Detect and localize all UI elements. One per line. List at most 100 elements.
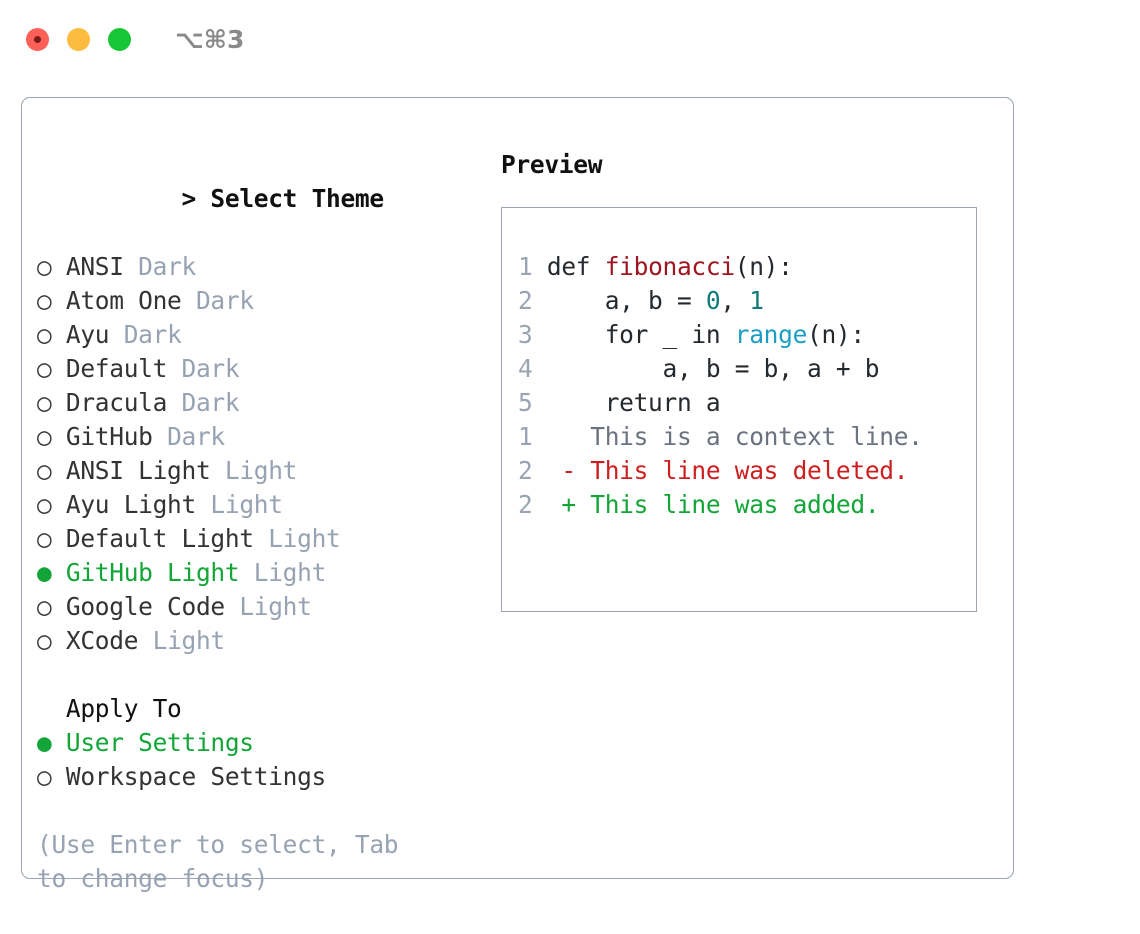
header-prompt-caret: > — [181, 184, 211, 213]
maximize-window-button[interactable] — [108, 27, 131, 51]
diff-marker: - — [561, 456, 591, 485]
theme-list-item[interactable]: ○ Dracula Dark — [37, 386, 497, 420]
preview-column: Preview 1 def fibonacci(n):2 a, b = 0, 1… — [501, 148, 1001, 612]
theme-label-gap — [225, 592, 239, 621]
theme-label-gap — [254, 524, 268, 553]
theme-label-gap — [153, 422, 167, 451]
diff-line: 2 - This line was deleted. — [518, 454, 923, 488]
theme-name: Ayu — [65, 320, 110, 349]
theme-selector-column: > Select Theme ○ ANSI Dark○ Atom One Dar… — [37, 148, 497, 896]
theme-variant-tag: Dark — [123, 320, 182, 349]
theme-name: XCode — [65, 626, 139, 655]
diff-line-text: This line was deleted. — [590, 456, 909, 485]
theme-name: Atom One — [65, 286, 182, 315]
theme-list-item[interactable]: ○ Default Light Light — [37, 522, 497, 556]
radio-unselected-icon: ○ — [37, 388, 66, 417]
keyboard-shortcut-label: ⌥⌘3 — [175, 24, 245, 54]
code-line-number: 3 — [518, 320, 533, 349]
diff-sample: 1 This is a context line.2 - This line w… — [518, 420, 923, 522]
theme-variant-tag: Light — [239, 592, 312, 621]
theme-list-item[interactable]: ○ Ayu Dark — [37, 318, 497, 352]
theme-variant-tag: Dark — [167, 422, 225, 451]
radio-unselected-icon: ○ — [37, 422, 66, 451]
theme-label-gap — [124, 252, 138, 281]
theme-name: Dracula — [65, 388, 168, 417]
diff-gutter-gap — [532, 422, 561, 451]
code-line: 5 return a — [518, 386, 879, 420]
apply-to-option-label: User Settings — [65, 728, 254, 757]
radio-unselected-icon: ○ — [37, 490, 66, 519]
code-line: 3 for _ in range(n): — [518, 318, 879, 352]
code-token-plain: a, b = — [532, 286, 706, 315]
radio-unselected-icon: ○ — [37, 524, 66, 553]
theme-label-gap — [138, 626, 152, 655]
theme-name: Google Code — [65, 592, 225, 621]
close-window-button[interactable] — [26, 27, 49, 51]
theme-list-item[interactable]: ○ Default Dark — [37, 352, 497, 386]
theme-name: ANSI — [65, 252, 124, 281]
code-token-plain: (n): — [734, 252, 793, 281]
theme-list-item[interactable]: ○ Google Code Light — [37, 590, 497, 624]
diff-line-text: This line was added. — [590, 490, 880, 519]
code-token-plain: for _ in — [532, 320, 735, 349]
theme-list-item[interactable]: ○ ANSI Dark — [37, 250, 497, 284]
theme-variant-tag: Dark — [138, 252, 196, 281]
theme-label-gap — [109, 320, 123, 349]
apply-to-option[interactable]: ○ Workspace Settings — [37, 760, 497, 794]
apply-to-options: ● User Settings○ Workspace Settings — [37, 726, 497, 794]
title-bar: ⌥⌘3 — [0, 0, 1140, 78]
theme-list-item[interactable]: ● GitHub Light Light — [37, 556, 497, 590]
theme-name: ANSI Light — [65, 456, 211, 485]
theme-name: Default — [65, 354, 168, 383]
diff-line: 2 + This line was added. — [518, 488, 923, 522]
radio-selected-icon: ● — [37, 558, 66, 587]
diff-line-number: 1 — [518, 422, 533, 451]
diff-line-number: 2 — [518, 490, 533, 519]
theme-list-item[interactable]: ○ Ayu Light Light — [37, 488, 497, 522]
theme-label-gap — [182, 286, 196, 315]
theme-list-item[interactable]: ○ XCode Light — [37, 624, 497, 658]
theme-label-gap — [167, 354, 181, 383]
radio-unselected-icon: ○ — [37, 592, 66, 621]
theme-list-item[interactable]: ○ GitHub Dark — [37, 420, 497, 454]
theme-variant-tag: Light — [224, 456, 298, 485]
radio-unselected-icon: ○ — [37, 456, 66, 485]
theme-list-item[interactable]: ○ Atom One Dark — [37, 284, 497, 318]
help-hint-text: (Use Enter to select, Tab to change focu… — [37, 830, 399, 893]
theme-variant-tag: Dark — [181, 388, 240, 417]
apply-to-indent — [37, 694, 66, 723]
radio-unselected-icon: ○ — [37, 286, 66, 315]
code-token-num: 1 — [749, 286, 764, 315]
radio-unselected-icon: ○ — [37, 354, 66, 383]
diff-line-text: This is a context line. — [590, 422, 923, 451]
window-controls — [26, 27, 131, 51]
code-line-number: 2 — [518, 286, 533, 315]
radio-unselected-icon: ○ — [37, 252, 66, 281]
diff-marker: + — [561, 490, 591, 519]
diff-gutter-gap — [532, 456, 561, 485]
theme-label-gap — [196, 490, 210, 519]
code-token-num: 0 — [705, 286, 721, 315]
diff-line: 1 This is a context line. — [518, 420, 923, 454]
theme-variant-tag: Light — [152, 626, 226, 655]
code-token-plain: def — [532, 252, 605, 281]
radio-unselected-icon: ○ — [37, 320, 66, 349]
diff-gutter-gap — [532, 490, 561, 519]
apply-to-label: Apply To — [65, 694, 182, 723]
minimize-window-button[interactable] — [67, 27, 90, 51]
theme-variant-tag: Dark — [181, 354, 240, 383]
apply-to-option[interactable]: ● User Settings — [37, 726, 497, 760]
diff-marker — [561, 422, 590, 451]
code-line-number: 1 — [518, 252, 533, 281]
code-line: 1 def fibonacci(n): — [518, 250, 879, 284]
theme-name: Ayu Light — [65, 490, 196, 519]
theme-list-item[interactable]: ○ ANSI Light Light — [37, 454, 497, 488]
code-token-plain: (n): — [807, 320, 865, 349]
radio-unselected-icon: ○ — [37, 762, 66, 791]
code-line-number: 4 — [518, 354, 533, 383]
code-token-plain: a, b = b, a + b — [532, 354, 880, 383]
radio-selected-icon: ● — [37, 728, 66, 757]
page-title: Select Theme — [210, 184, 384, 213]
